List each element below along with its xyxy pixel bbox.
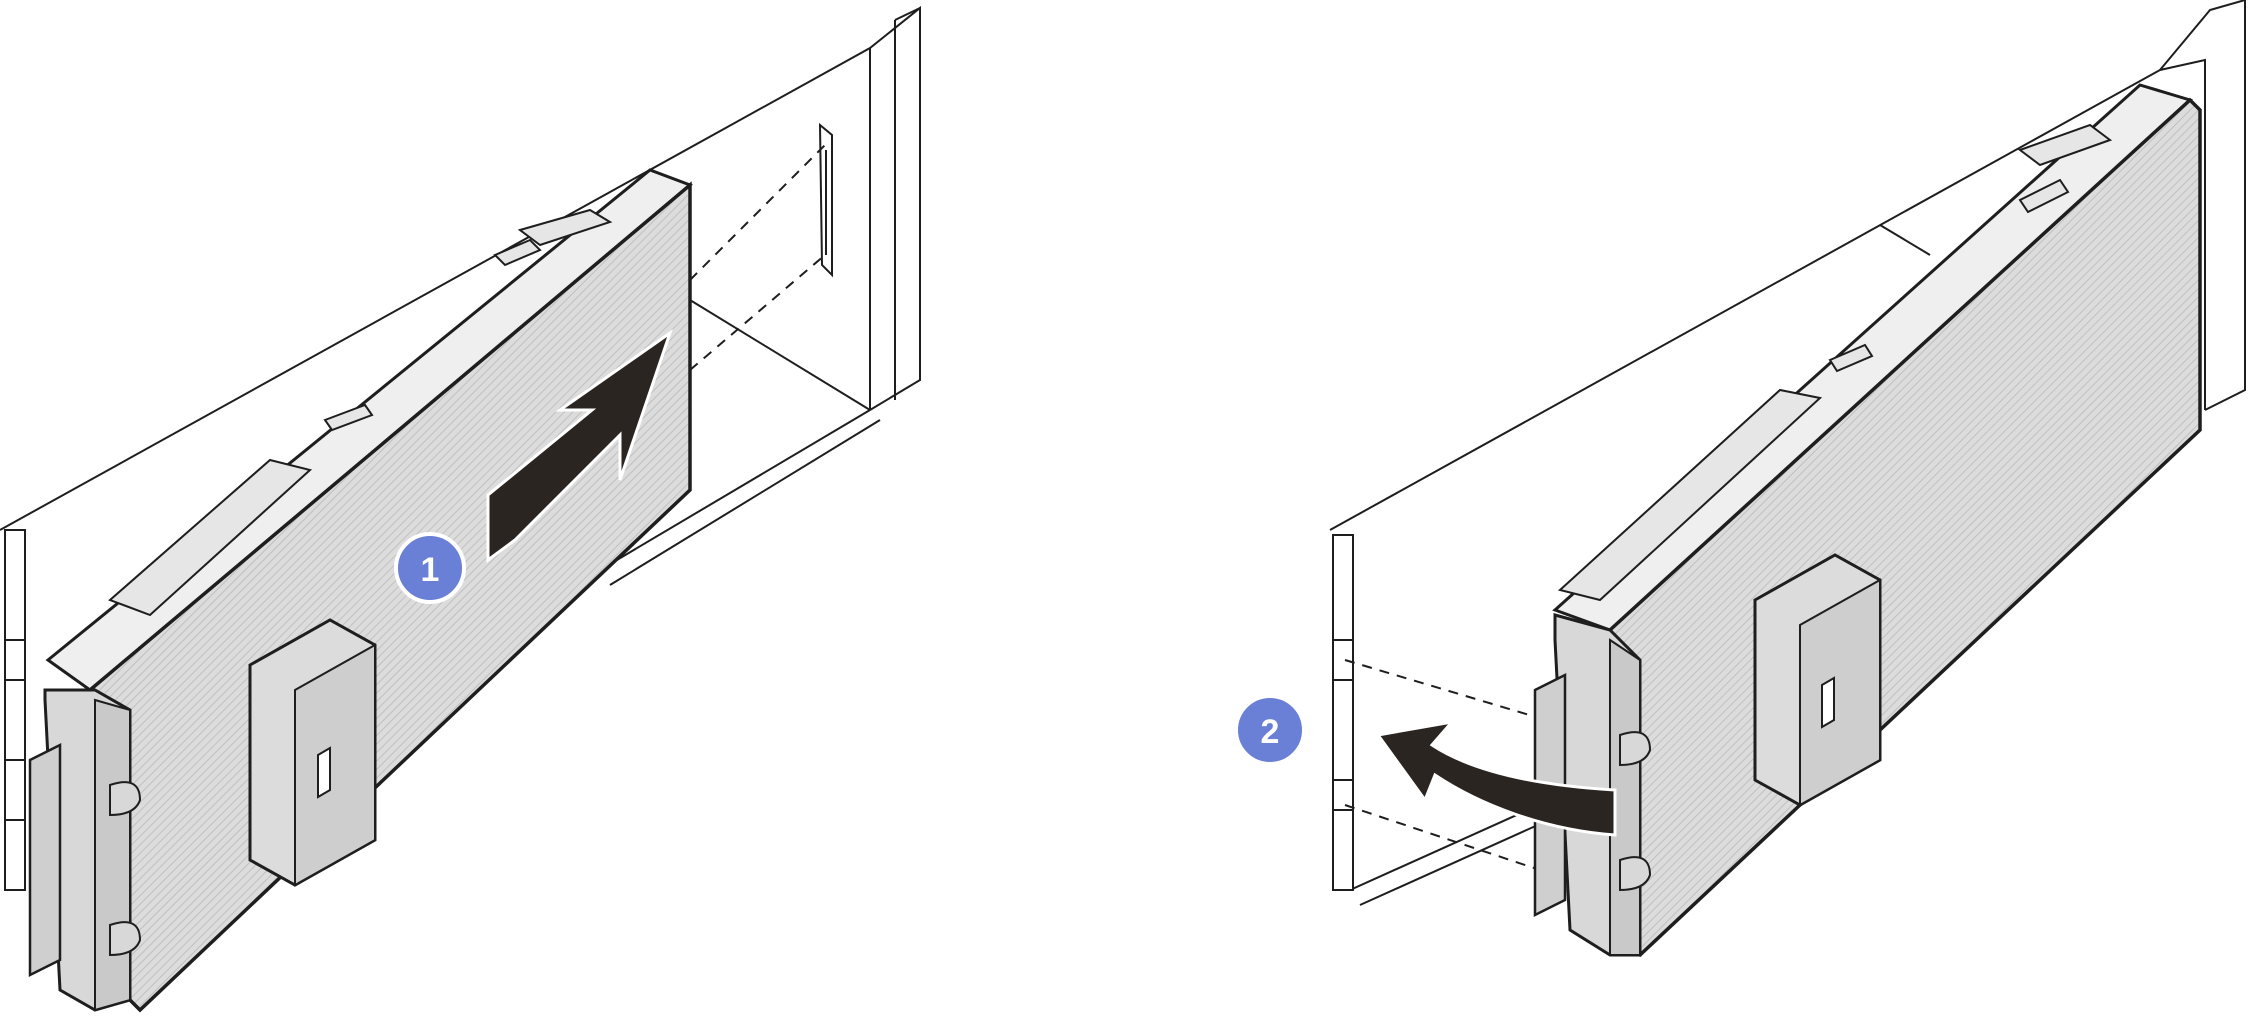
alignment-guide [1344,659,1631,901]
curved-arrow-icon [1375,719,1617,837]
step-2-number: 2 [1261,713,1280,751]
drive-module-left [28,168,693,1013]
step-1-number: 1 [421,551,440,589]
step-1-badge: 1 [394,532,466,604]
step-2-badge: 2 [1234,694,1306,766]
step-1-illustration: 1 [0,5,921,1013]
right-rail-bay [1329,0,2246,906]
step-2-illustration: 2 [1234,0,2246,957]
push-arrow-icon [486,329,673,563]
drive-module-right [1533,83,2202,957]
alignment-guide [689,144,826,371]
